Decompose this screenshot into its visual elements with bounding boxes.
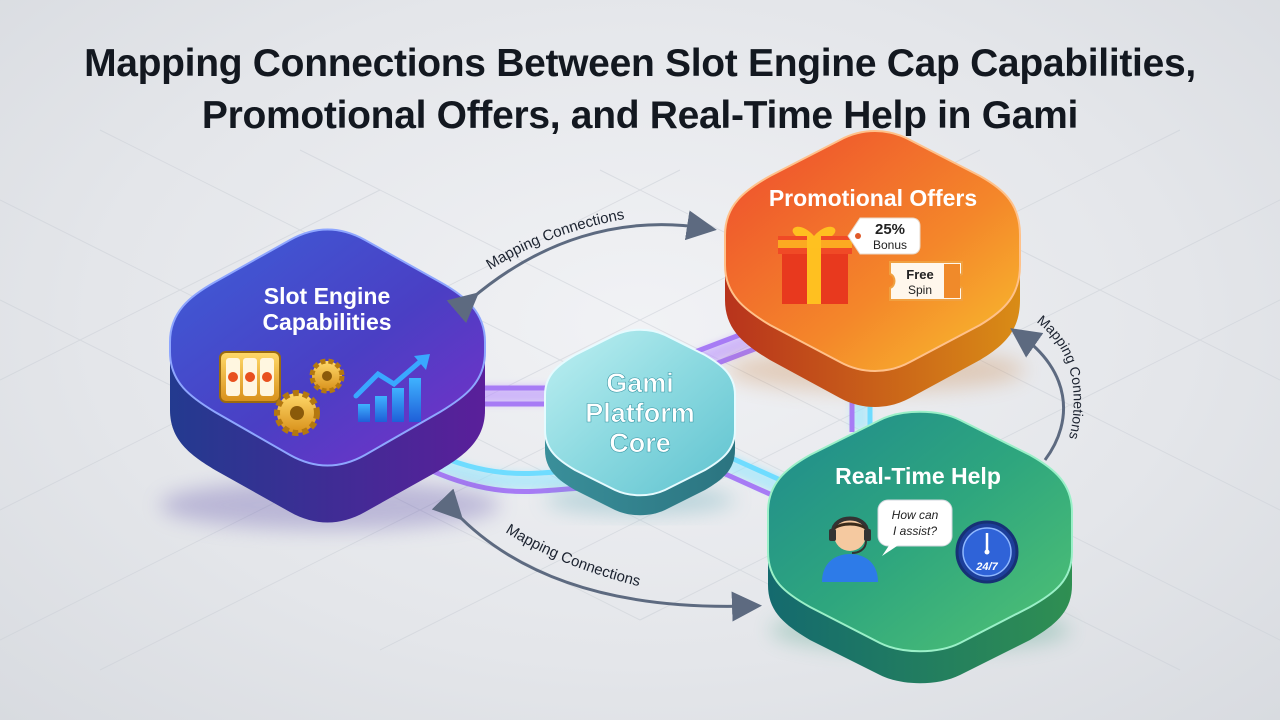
tag-icon: 25% Bonus (847, 217, 921, 255)
connection-arrow-right: Mapping Connetions (1010, 312, 1087, 461)
right-arrow-label: Mapping Connetions (1034, 312, 1086, 441)
free-spin-line-2: Spin (908, 283, 932, 297)
svg-text:Mapping Connections: Mapping Connections (483, 206, 625, 273)
gift-box-icon (778, 226, 852, 304)
title-line-2: Promotional Offers, and Real-Time Help i… (201, 94, 1079, 137)
svg-text:Mapping Connetions: Mapping Connetions (1034, 312, 1086, 441)
title-line-1: Mapping Connections Between Slot Engine … (84, 42, 1196, 85)
connection-arrow-top: Mapping Connections (446, 206, 717, 324)
slot-engine-title-line-2: Capabilities (262, 309, 391, 335)
support-agent-icon (822, 516, 878, 582)
clock-label: 24/7 (975, 561, 998, 573)
connection-arrow-bottom: Mapping Connections (431, 488, 762, 622)
node-promotional-offers: Promotional Offers 25% Bonus Free Spin (724, 130, 1025, 407)
slot-reels-icon (219, 351, 281, 403)
core-title-line-1: Gami (606, 368, 674, 398)
free-spin-line-1: Free (906, 267, 933, 282)
gear-icon (274, 358, 345, 436)
promo-title: Promotional Offers (769, 185, 977, 211)
node-real-time-help: Real-Time Help How can I assist? 24/7 (767, 410, 1073, 684)
node-platform-core: Gami Platform Core (544, 328, 736, 516)
help-title: Real-Time Help (835, 463, 1001, 489)
clock-icon: 24/7 (955, 520, 1019, 584)
ticket-icon: Free Spin (889, 261, 963, 301)
top-arrow-label: Mapping Connections (483, 206, 625, 273)
core-title-line-2: Platform (585, 398, 695, 428)
node-slot-engine: Slot Engine Capabilities (160, 228, 500, 530)
bubble-line-1: How can (892, 508, 939, 522)
core-title-line-3: Core (609, 428, 671, 458)
bonus-label: Bonus (873, 238, 907, 252)
bottom-arrow-label: Mapping Connections (503, 521, 642, 590)
bubble-line-2: I assist? (893, 524, 937, 538)
chat-bubble-icon: How can I assist? (877, 499, 953, 556)
svg-text:Mapping Connections: Mapping Connections (503, 521, 642, 590)
growth-chart-icon (353, 354, 430, 422)
page-title: Mapping Connections Between Slot Engine … (0, 38, 1280, 142)
slot-engine-title-line-1: Slot Engine (264, 283, 391, 309)
bonus-percent: 25% (875, 221, 905, 238)
